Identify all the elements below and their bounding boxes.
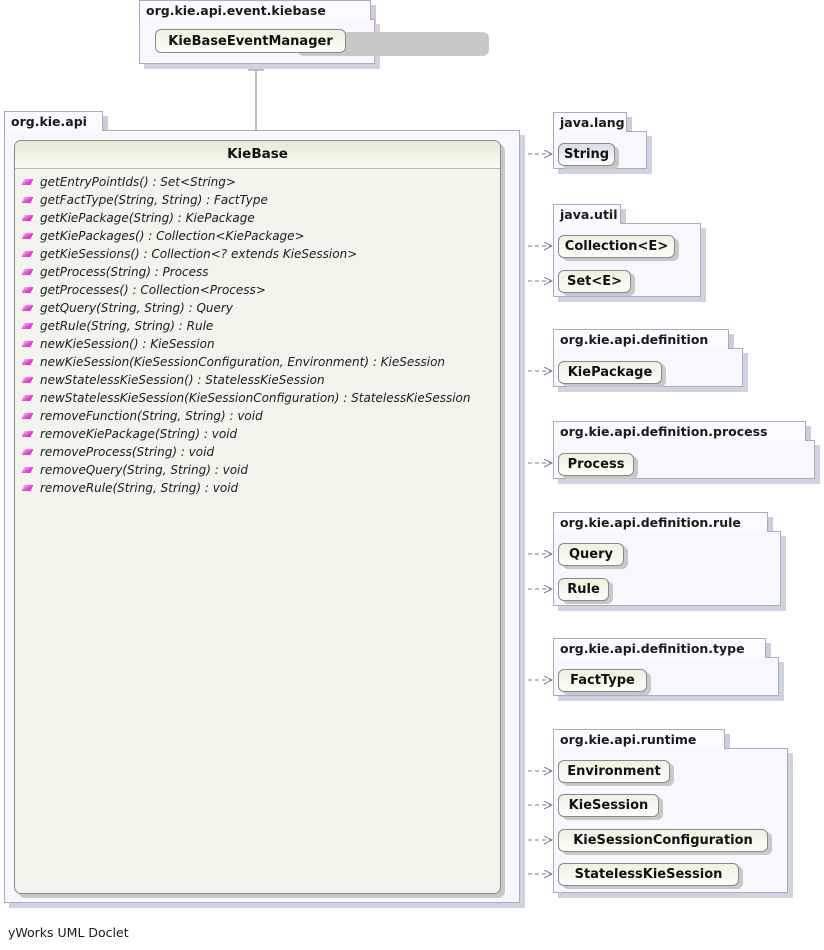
type-set[interactable]: Set<E>: [558, 270, 631, 293]
method-icon: [23, 483, 34, 494]
package-java-util: java.util Collection<E> Set<E>: [553, 204, 713, 309]
method-icon: [23, 447, 34, 458]
class-member-signature: getProcesses() : Collection<Process>: [40, 283, 266, 297]
class-member[interactable]: getRule(String, String) : Rule: [15, 317, 500, 335]
method-icon: [23, 213, 34, 224]
type-kiepackage[interactable]: KiePackage: [558, 361, 662, 384]
class-member-signature: removeFunction(String, String) : void: [40, 409, 263, 423]
class-member-signature: getKiePackage(String) : KiePackage: [40, 211, 255, 225]
method-icon: [23, 249, 34, 260]
method-icon: [23, 231, 34, 242]
class-member-signature: removeRule(String, String) : void: [40, 481, 239, 495]
class-member[interactable]: removeQuery(String, String) : void: [15, 461, 500, 479]
package-name-label: org.kie.api.definition: [553, 329, 729, 349]
class-member-signature: getProcess(String) : Process: [40, 265, 209, 279]
type-kiesessionconfiguration[interactable]: KieSessionConfiguration: [558, 829, 768, 852]
class-member[interactable]: newKieSession() : KieSession: [15, 335, 500, 353]
package-org-kie-api-event-kiebase: org.kie.api.event.kiebase KieBaseEventMa…: [139, 0, 489, 75]
package-name-label: org.kie.api.runtime: [553, 729, 725, 749]
class-member[interactable]: getProcess(String) : Process: [15, 263, 500, 281]
method-icon: [23, 357, 34, 368]
method-icon: [23, 393, 34, 404]
method-icon: [23, 177, 34, 188]
method-icon: [23, 195, 34, 206]
class-member-signature: removeQuery(String, String) : void: [40, 463, 248, 477]
type-string[interactable]: String: [558, 143, 615, 166]
type-rule[interactable]: Rule: [558, 578, 609, 601]
package-java-lang: java.lang String: [553, 112, 663, 180]
class-member[interactable]: removeFunction(String, String) : void: [15, 407, 500, 425]
class-member-signature: getRule(String, String) : Rule: [40, 319, 214, 333]
class-kiebase-title: KieBase: [15, 141, 500, 169]
class-member[interactable]: newKieSession(KieSessionConfiguration, E…: [15, 353, 500, 371]
method-icon: [23, 285, 34, 296]
class-member-signature: newStatelessKieSession() : StatelessKieS…: [40, 373, 325, 387]
package-org-kie-api: org.kie.api KieBase getEntryPointIds() :…: [4, 111, 534, 911]
class-kiebase[interactable]: KieBase getEntryPointIds() : Set<String>…: [14, 140, 501, 894]
package-org-kie-api-definition: org.kie.api.definition KiePackage: [553, 329, 753, 399]
type-facttype[interactable]: FactType: [558, 669, 647, 692]
class-member[interactable]: removeProcess(String) : void: [15, 443, 500, 461]
class-kiebase-method-list: getEntryPointIds() : Set<String> getFactT…: [15, 169, 500, 497]
package-name-label: java.lang: [553, 112, 627, 132]
package-org-kie-api-definition-process: org.kie.api.definition.process Process: [553, 421, 823, 491]
class-member[interactable]: getFactType(String, String) : FactType: [15, 191, 500, 209]
package-name-label: org.kie.api.definition.process: [553, 421, 806, 441]
class-member[interactable]: getKiePackages() : Collection<KiePackage…: [15, 227, 500, 245]
package-org-kie-api-definition-rule: org.kie.api.definition.rule Query Rule: [553, 512, 793, 618]
method-icon: [23, 429, 34, 440]
package-name-label: java.util: [553, 204, 621, 224]
package-name-label: org.kie.api.definition.rule: [553, 512, 768, 532]
class-member[interactable]: removeRule(String, String) : void: [15, 479, 500, 497]
package-name-label: org.kie.api.event.kiebase: [139, 0, 371, 20]
method-icon: [23, 339, 34, 350]
package-name-label: org.kie.api: [4, 111, 103, 131]
package-org-kie-api-definition-type: org.kie.api.definition.type FactType: [553, 638, 793, 708]
class-member[interactable]: getKieSessions() : Collection<? extends …: [15, 245, 500, 263]
class-member-signature: newKieSession() : KieSession: [40, 337, 215, 351]
class-member[interactable]: getQuery(String, String) : Query: [15, 299, 500, 317]
class-member-signature: newStatelessKieSession(KieSessionConfigu…: [40, 391, 471, 405]
type-collection[interactable]: Collection<E>: [558, 235, 675, 258]
class-member[interactable]: removeKiePackage(String) : void: [15, 425, 500, 443]
method-icon: [23, 267, 34, 278]
package-org-kie-api-runtime: org.kie.api.runtime Environment KieSessi…: [553, 729, 803, 904]
footer-credit: yWorks UML Doclet: [8, 925, 129, 940]
package-name-label: org.kie.api.definition.type: [553, 638, 766, 658]
class-member-signature: removeKiePackage(String) : void: [40, 427, 238, 441]
type-statelesskiesession[interactable]: StatelessKieSession: [558, 863, 739, 886]
class-member-signature: getKieSessions() : Collection<? extends …: [40, 247, 358, 261]
type-kiebaseeventmanager[interactable]: KieBaseEventManager: [155, 29, 346, 53]
class-member-signature: getKiePackages() : Collection<KiePackage…: [40, 229, 305, 243]
class-member[interactable]: getEntryPointIds() : Set<String>: [15, 173, 500, 191]
method-icon: [23, 321, 34, 332]
method-icon: [23, 411, 34, 422]
type-kiesession[interactable]: KieSession: [558, 794, 659, 817]
method-icon: [23, 375, 34, 386]
class-member-signature: newKieSession(KieSessionConfiguration, E…: [40, 355, 446, 369]
class-member[interactable]: getKiePackage(String) : KiePackage: [15, 209, 500, 227]
type-process[interactable]: Process: [558, 453, 634, 476]
class-member[interactable]: newStatelessKieSession(KieSessionConfigu…: [15, 389, 500, 407]
method-icon: [23, 303, 34, 314]
type-query[interactable]: Query: [558, 543, 624, 566]
class-member-signature: getFactType(String, String) : FactType: [40, 193, 268, 207]
class-member-signature: removeProcess(String) : void: [40, 445, 215, 459]
method-icon: [23, 465, 34, 476]
class-member[interactable]: getProcesses() : Collection<Process>: [15, 281, 500, 299]
class-member-signature: getQuery(String, String) : Query: [40, 301, 233, 315]
type-environment[interactable]: Environment: [558, 760, 670, 783]
class-member[interactable]: newStatelessKieSession() : StatelessKieS…: [15, 371, 500, 389]
class-member-signature: getEntryPointIds() : Set<String>: [40, 175, 236, 189]
